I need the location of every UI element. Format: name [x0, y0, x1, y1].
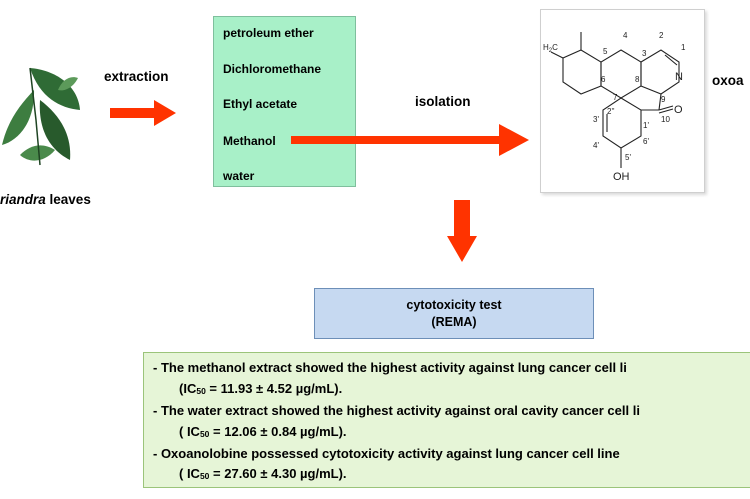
arrow-right-icon [291, 124, 529, 156]
svg-text:OH: OH [613, 171, 630, 183]
isolation-label: isolation [415, 94, 471, 109]
solvent-methanol: Methanol [223, 134, 276, 148]
svg-text:5': 5' [625, 153, 631, 162]
solvent-dichloromethane: Dichloromethane [223, 62, 322, 76]
leaves-photo [0, 60, 85, 175]
result-methanol-ic50: (IC50 = 11.93 ± 4.52 µg/mL). [179, 381, 343, 396]
species-name: riandra [0, 192, 46, 207]
svg-text:4': 4' [593, 141, 599, 150]
solvent-petroleum-ether: petroleum ether [223, 26, 314, 40]
h2c-label: H2C [543, 43, 558, 54]
svg-text:4: 4 [623, 31, 628, 40]
results-box: - The methanol extract showed the highes… [143, 352, 750, 488]
result-water-ic50: ( IC50 = 12.06 ± 0.84 µg/mL). [179, 424, 347, 439]
cytotoxicity-test-box: cytotoxicity test (REMA) [314, 288, 594, 339]
solvent-ethyl-acetate: Ethyl acetate [223, 97, 298, 111]
svg-text:10: 10 [661, 115, 670, 124]
solvents-box: petroleum ether Dichloromethane Ethyl ac… [213, 16, 356, 187]
chemical-structure-box: H2C N O OH 5 4 3 2 1 6 8 7 9 10 2'' 1' 3… [540, 9, 705, 193]
svg-text:1': 1' [643, 121, 649, 130]
leaves-label: riandra leaves [0, 192, 91, 207]
svg-text:9: 9 [661, 95, 666, 104]
chemical-structure-icon: H2C N O OH 5 4 3 2 1 6 8 7 9 10 2'' 1' 3… [543, 31, 686, 183]
svg-text:3: 3 [642, 49, 647, 58]
svg-text:1: 1 [681, 43, 686, 52]
cytotoxicity-test-title: cytotoxicity test [406, 298, 502, 312]
leaves-text: leaves [45, 192, 91, 207]
solvent-water: water [223, 169, 255, 183]
compound-label: oxoa [712, 73, 744, 88]
result-oxoanolobine: - Oxoanolobine possessed cytotoxicity ac… [153, 446, 620, 461]
svg-text:8: 8 [635, 75, 640, 84]
svg-text:7: 7 [613, 93, 618, 102]
svg-text:2'': 2'' [607, 107, 615, 116]
svg-text:N: N [675, 71, 683, 83]
svg-text:6': 6' [643, 137, 649, 146]
svg-text:O: O [674, 104, 683, 116]
extraction-label: extraction [104, 69, 169, 84]
svg-text:5: 5 [603, 47, 608, 56]
result-oxoanolobine-ic50: ( IC50 = 27.60 ± 4.30 µg/mL). [179, 466, 347, 481]
arrow-down-icon [447, 200, 477, 262]
result-methanol: - The methanol extract showed the highes… [153, 360, 627, 375]
rema-label: (REMA) [431, 315, 477, 329]
arrow-right-icon [110, 100, 176, 126]
result-water: - The water extract showed the highest a… [153, 403, 640, 418]
svg-text:2: 2 [659, 31, 664, 40]
svg-text:3': 3' [593, 115, 599, 124]
svg-text:6: 6 [601, 75, 606, 84]
